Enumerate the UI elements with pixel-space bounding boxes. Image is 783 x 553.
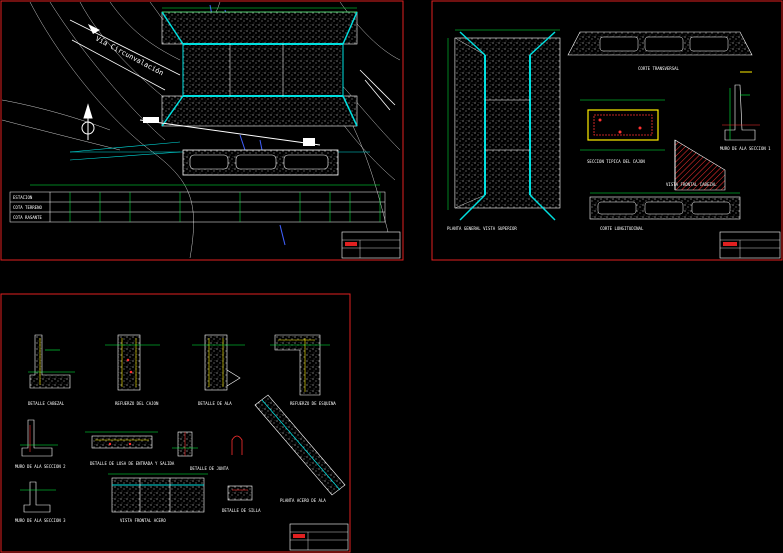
detail-silla (231, 435, 243, 455)
north-arrow-icon (81, 103, 95, 140)
detail-10-caption: VISTA FRONTAL ACERO (120, 518, 166, 523)
section-transversal (567, 31, 753, 73)
wing-wall-section (722, 84, 760, 141)
detail-7-caption: DETALLE DE JUNTA (190, 466, 229, 471)
longitudinal-caption: CORTE LONGITUDINAL (600, 226, 644, 231)
culvert-section-long (69, 117, 370, 176)
detail-losa (85, 431, 158, 449)
detail-muro-ala-3 (20, 481, 56, 513)
detail-planta-acero (254, 394, 346, 496)
detail-4-caption: REFUERZO DE ESQUINA (290, 401, 336, 406)
detail-vista-acero (108, 473, 208, 513)
detail-5-caption: MURO DE ALA SECCION 2 (15, 464, 66, 469)
table-row-label: ESTACION (13, 195, 33, 200)
title-block (289, 523, 349, 551)
detail-refuerzo-cajon (105, 334, 160, 391)
wing-caption: MURO DE ALA SECCION 1 (720, 146, 771, 151)
detail-long-caption: VISTA FRONTAL CABEZAL (666, 182, 717, 187)
detail-2-caption: REFUERZO DEL CAJON (115, 401, 159, 406)
culvert-plan-top (161, 7, 358, 127)
table-row-label: COTA TERRENO (13, 205, 42, 210)
title-block (719, 231, 781, 259)
plan-general (447, 29, 561, 221)
detail-junta-2 (227, 485, 253, 501)
detail-11-caption: DETALLE DE SILLA (222, 508, 261, 513)
box-section-caption: SECCION TIPICA DEL CAJON (587, 159, 645, 164)
wing-elevation (674, 139, 726, 191)
detail-cabezal (28, 334, 75, 389)
profile-table (9, 184, 386, 223)
road-arrow-icon (88, 24, 100, 34)
detail-8-caption: PLANTA ACERO DE ALA (280, 498, 326, 503)
detail-1-caption: DETALLE CABEZAL (28, 401, 65, 406)
detail-junta (172, 431, 198, 457)
detail-ala (192, 334, 245, 391)
detail-9-caption: MURO DE ALA SECCION 3 (15, 518, 66, 523)
table-row-label: COTA RASANTE (13, 215, 42, 220)
sheet-3[interactable]: DETALLE CABEZAL REFUERZO DEL CAJON DETAL… (0, 293, 351, 553)
detail-6-caption: DETALLE DE LOSA DE ENTRADA Y SALIDA (90, 461, 175, 466)
detail-muro-ala-2 (20, 419, 58, 457)
section-caption: CORTE TRANSVERSAL (638, 66, 680, 71)
sheet-2[interactable]: PLANTA GENERAL VISTA SUPERIOR CORTE TRAN… (431, 0, 783, 261)
plan-caption: PLANTA GENERAL VISTA SUPERIOR (447, 226, 517, 231)
rebar-box-detail (580, 99, 665, 151)
title-block (341, 231, 401, 259)
detail-esquina (270, 334, 330, 396)
sheet-1[interactable]: Vía Circunvalación (0, 0, 404, 261)
longitudinal-section (589, 192, 741, 220)
detail-3-caption: DETALLE DE ALA (198, 401, 232, 406)
